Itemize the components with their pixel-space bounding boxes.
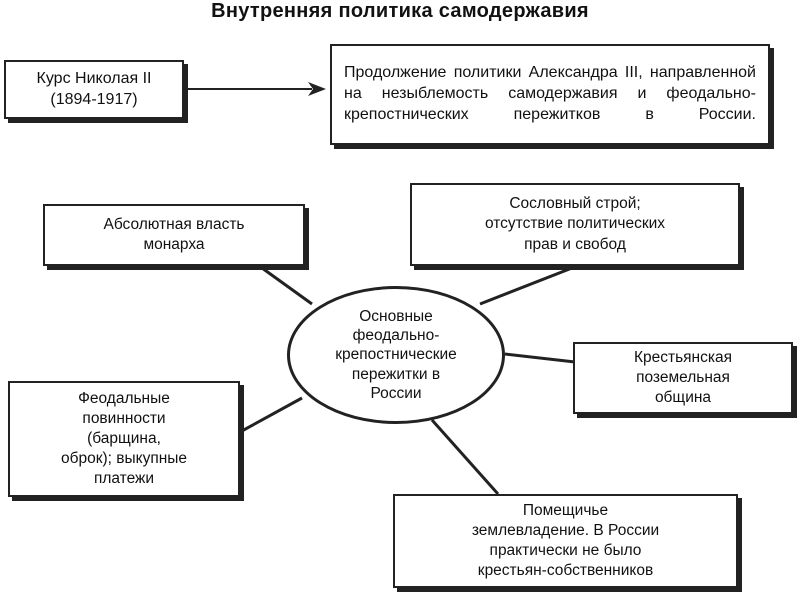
- diagram-title: Внутренняя политика самодержавия: [211, 0, 589, 22]
- continuation-text: Продолжение политики Александра III, нап…: [344, 64, 756, 123]
- commune-box: Крестьянская поземельная община: [573, 342, 793, 414]
- course-text: Курс Николая II (1894-1917): [36, 69, 152, 108]
- link-commune: [504, 352, 576, 364]
- duties-text: Феодальные повинности (барщина, оброк); …: [60, 389, 188, 488]
- link-landowners: [430, 419, 500, 495]
- center-circle: Основные феодально- крепостнические пере…: [287, 286, 505, 424]
- link-absolute-power: [261, 266, 313, 306]
- course-box: Курс Николая II (1894-1917): [4, 60, 184, 119]
- link-duties: [239, 396, 303, 434]
- arrow-head-icon: [308, 82, 326, 96]
- duties-box: Феодальные повинности (барщина, оброк); …: [8, 381, 240, 497]
- link-estates: [479, 266, 573, 306]
- commune-text: Крестьянская поземельная община: [633, 348, 733, 407]
- estates-text: Сословный строй; отсутствие политических…: [484, 195, 666, 253]
- continuation-box: Продолжение политики Александра III, нап…: [330, 44, 770, 145]
- landowners-box: Помещичье землевладение. В России практи…: [393, 494, 738, 588]
- landowners-text: Помещичье землевладение. В России практи…: [471, 501, 660, 580]
- estates-box: Сословный строй; отсутствие политических…: [410, 183, 740, 266]
- absolute-power-box: Абсолютная власть монарха: [43, 204, 305, 266]
- absolute-power-text: Абсолютная власть монарха: [103, 215, 245, 253]
- center-text: Основные феодально- крепостнические пере…: [335, 307, 457, 403]
